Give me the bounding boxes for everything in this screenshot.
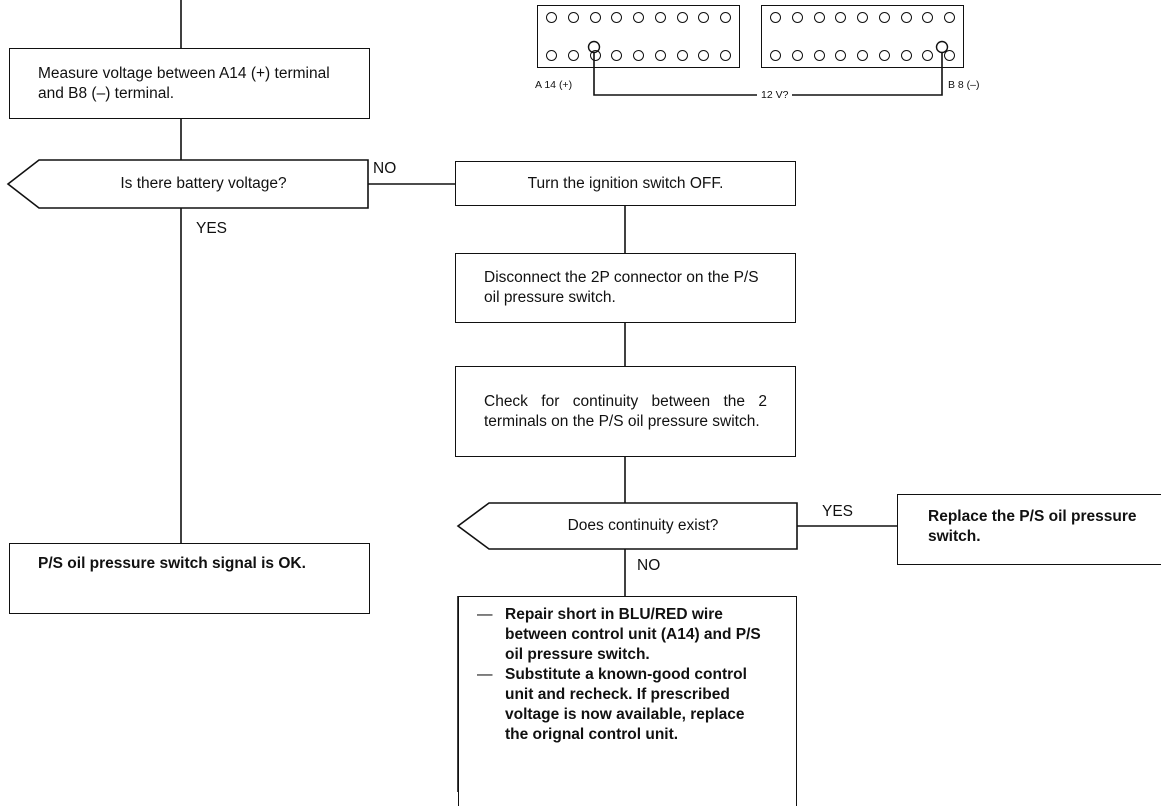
decision-battery-voltage-text: Is there battery voltage? bbox=[120, 175, 287, 192]
step-signal-ok-text: P/S oil pressure switch signal is OK. bbox=[38, 555, 306, 572]
step-disconnect-connector: Disconnect the 2P connector on the P/S o… bbox=[455, 253, 796, 323]
connector-b-block bbox=[761, 5, 964, 68]
decision-battery-voltage-shape bbox=[6, 159, 369, 209]
terminal-a14-label: A 14 (+) bbox=[535, 79, 573, 91]
connector-b-top-row bbox=[770, 12, 955, 23]
step-check-continuity: Check for continuity between the 2 termi… bbox=[455, 366, 796, 457]
repair-actions-list: Repair short in BLU/RED wire between con… bbox=[477, 605, 772, 745]
step-measure-voltage: Measure voltage between A14 (+) terminal… bbox=[9, 48, 370, 119]
branch-label-continuity-yes: YES bbox=[822, 503, 854, 520]
decision-continuity-shape bbox=[456, 502, 798, 550]
step-measure-voltage-text: Measure voltage between A14 (+) terminal… bbox=[38, 64, 330, 102]
connector-a-bottom-row bbox=[546, 50, 731, 61]
step-turn-ignition-off: Turn the ignition switch OFF. bbox=[455, 161, 796, 206]
connector-a-top-row bbox=[546, 12, 731, 23]
step-replace-switch-text: Replace the P/S oil pressure switch. bbox=[928, 508, 1137, 545]
voltage-check-label: 12 V? bbox=[757, 89, 793, 101]
branch-label-battery-yes: YES bbox=[196, 220, 228, 237]
repair-action-item: Substitute a known-good control unit and… bbox=[477, 665, 772, 745]
repair-action-item: Repair short in BLU/RED wire between con… bbox=[477, 605, 772, 665]
step-repair-actions: Repair short in BLU/RED wire between con… bbox=[458, 596, 797, 806]
terminal-b8-label: B 8 (–) bbox=[948, 79, 980, 91]
decision-continuity-text: Does continuity exist? bbox=[567, 517, 719, 534]
step-signal-ok: P/S oil pressure switch signal is OK. bbox=[9, 543, 370, 614]
step-turn-ignition-off-text: Turn the ignition switch OFF. bbox=[527, 174, 724, 192]
branch-label-battery-no: NO bbox=[373, 160, 397, 177]
step-replace-switch: Replace the P/S oil pressure switch. bbox=[897, 494, 1161, 565]
step-disconnect-connector-text: Disconnect the 2P connector on the P/S o… bbox=[484, 269, 759, 306]
step-check-continuity-text: Check for continuity between the 2 termi… bbox=[484, 392, 767, 430]
connector-a-block bbox=[537, 5, 740, 68]
pin-b8-highlight bbox=[935, 40, 949, 54]
branch-label-continuity-no: NO bbox=[637, 557, 661, 574]
connector-b-bottom-row bbox=[770, 50, 955, 61]
